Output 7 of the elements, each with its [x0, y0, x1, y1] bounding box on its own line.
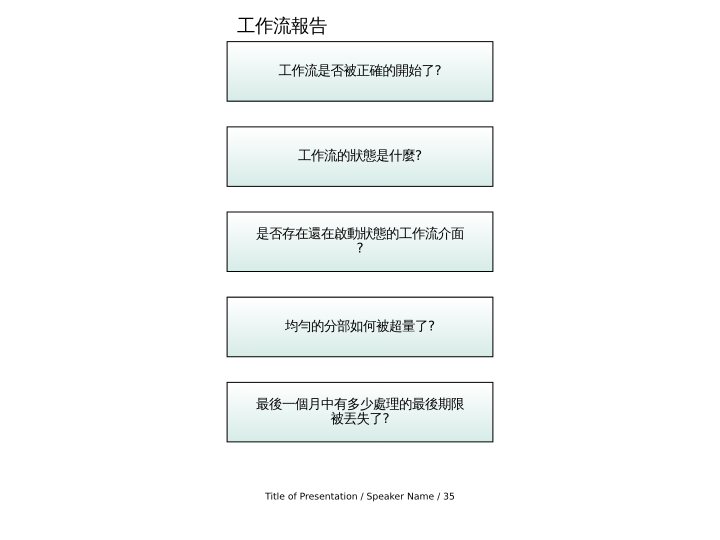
node-box: 是否存在還在啟動狀態的工作流介面?	[226, 212, 494, 272]
diagram-title: 工作流報告	[237, 16, 328, 37]
node-box: 工作流的狀態是什麼?	[226, 126, 494, 187]
label: Title of Presentation / Speaker Name / 35	[265, 492, 455, 503]
node-box: 工作流是否被正確的開始了?	[226, 41, 494, 102]
node-box: 均勻的分部如何被超量了?	[226, 296, 494, 358]
node-box: 最後一個月中有多少處理的最後期限被丟失了?	[226, 382, 494, 442]
